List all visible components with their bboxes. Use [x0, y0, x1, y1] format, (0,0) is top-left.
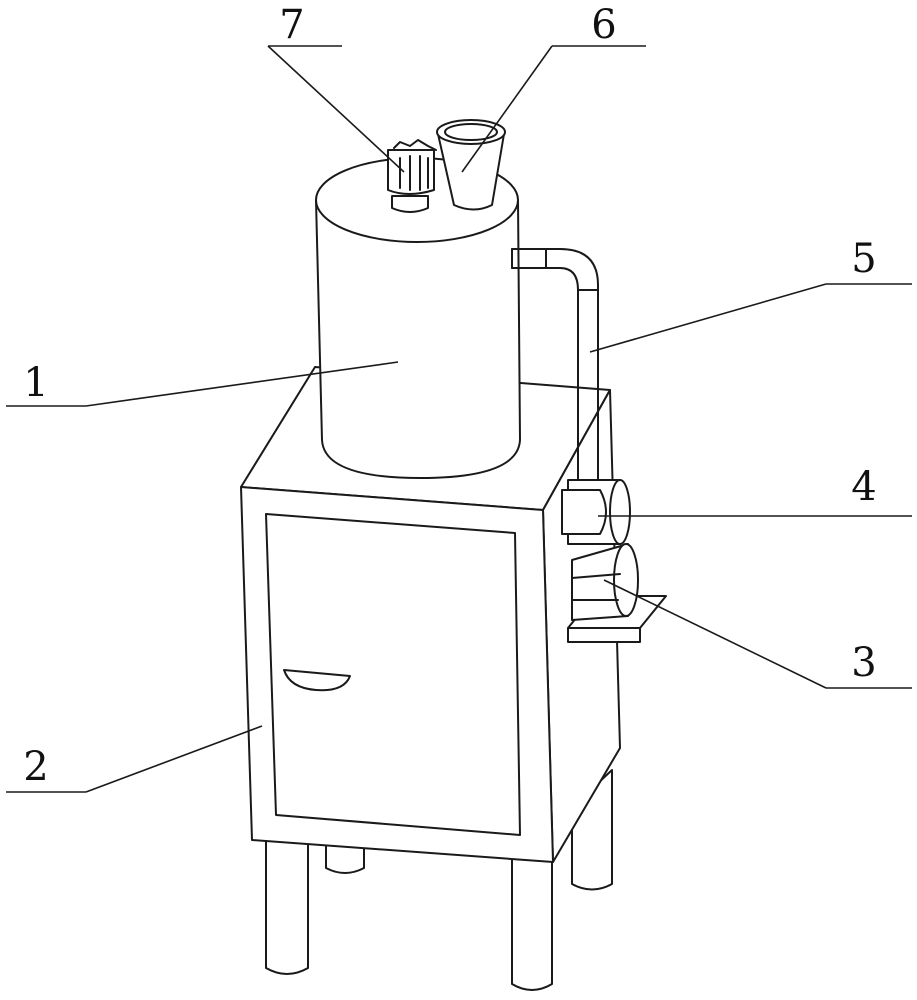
label-part-7: 7 — [279, 2, 304, 48]
cabinet-door — [265, 513, 521, 836]
label-part-4: 4 — [851, 464, 876, 510]
side-motor — [567, 543, 667, 643]
label-part-5: 5 — [851, 236, 876, 282]
door-handle — [283, 669, 351, 692]
pipe — [511, 248, 599, 481]
label-part-1: 1 — [23, 360, 48, 406]
part-numbers: 7 6 5 1 4 3 2 — [23, 2, 876, 790]
leader-lines — [6, 45, 912, 793]
pump — [561, 479, 631, 545]
feed-hopper — [436, 119, 506, 211]
label-part-3: 3 — [851, 640, 876, 686]
label-part-6: 6 — [591, 2, 616, 48]
label-part-2: 2 — [23, 744, 48, 790]
top-motor — [387, 139, 437, 213]
